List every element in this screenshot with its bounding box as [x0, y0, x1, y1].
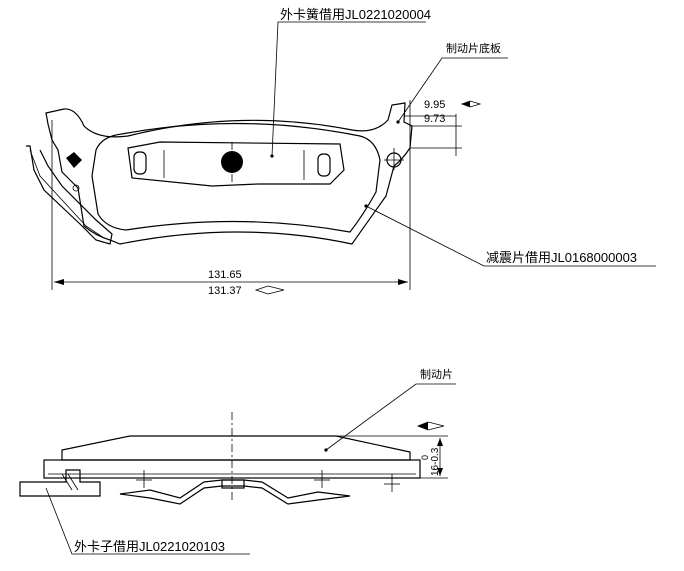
backplate-leader-dot — [396, 120, 400, 124]
thickness-upper-tol-label: 0 — [420, 455, 430, 460]
length-min-symbol — [254, 285, 285, 295]
friction-pad-outline — [91, 122, 381, 233]
top-view: 131.65 131.37 9.95 9.73 外卡簧借用JL022102000… — [26, 7, 656, 297]
backplate-leader — [397, 57, 508, 123]
clip-leader — [45, 487, 250, 555]
side-clip-detail — [61, 473, 73, 491]
clip-slot-right — [317, 153, 331, 177]
side-spring-center — [221, 479, 245, 489]
thick-arrow-bot — [437, 468, 443, 476]
spring-clip-label: 外卡簧借用JL0221020004 — [280, 7, 431, 22]
spring-clip — [127, 141, 345, 187]
side-clip-detail2 — [67, 473, 79, 491]
spring-clip-leader-dot — [270, 154, 274, 158]
tab-max-symbol-fill — [462, 101, 470, 107]
length-min-label: 131.37 — [208, 285, 242, 297]
clip-slot-left — [133, 151, 147, 175]
external-spring-wire — [26, 145, 113, 245]
pad-label: 制动片 — [420, 368, 453, 381]
shim-leader-dot — [364, 204, 368, 208]
pad-leader-dot — [324, 448, 328, 452]
shim-label: 减震片借用JL0168000003 — [486, 250, 637, 265]
tab-height-max-label: 9.95 — [424, 99, 445, 111]
clip-label: 外卡子借用JL0221020103 — [74, 539, 225, 554]
spring-clip-leader — [271, 21, 426, 157]
thickness-label: 16-0.3 — [430, 447, 441, 476]
side-spring-profile — [119, 479, 351, 505]
left-hole — [66, 152, 82, 168]
side-outer-clip — [19, 469, 101, 497]
left-rivet — [72, 184, 80, 192]
friction-material — [61, 435, 411, 461]
side-view: 0 16-0.3 制动片 外卡子借用JL0221020103 — [19, 368, 456, 555]
external-spring-wire-inner — [29, 149, 105, 239]
backplate-label: 制动片底板 — [446, 41, 501, 55]
thick-arrow-top — [437, 438, 443, 446]
length-max-label: 131.65 — [208, 269, 242, 281]
pad-leader — [325, 383, 456, 451]
thickness-symbol-fill — [418, 422, 428, 430]
length-arrow-left — [54, 279, 64, 285]
length-arrow-right — [398, 279, 408, 285]
tab-height-min-label: 9.73 — [424, 113, 445, 125]
shim-leader — [365, 205, 656, 267]
